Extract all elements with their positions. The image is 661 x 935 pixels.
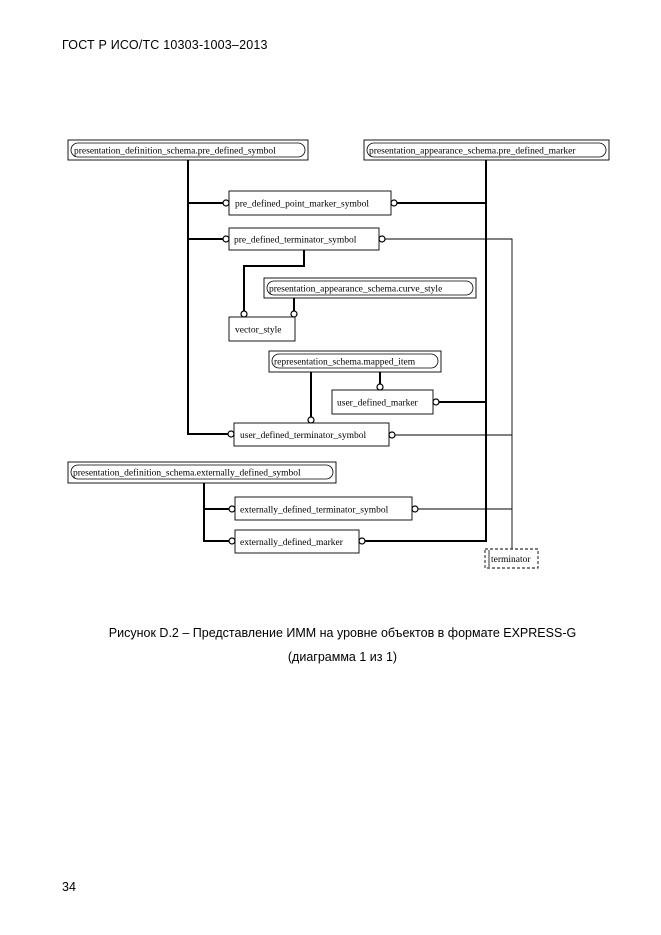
entity-label: externally_defined_terminator_symbol xyxy=(240,505,389,516)
ref-pd-pre-defined-symbol: presentation_definition_schema.pre_defin… xyxy=(67,139,309,161)
figure-caption-subtitle: (диаграмма 1 из 1) xyxy=(287,650,398,664)
terminator-relationship-lines xyxy=(384,238,513,549)
ref-pd-externally-defined-symbol: presentation_definition_schema.externall… xyxy=(67,461,337,484)
ref-pa-pre-defined-marker: presentation_appearance_schema.pre_defin… xyxy=(363,139,610,161)
ref-rs-mapped-item: representation_schema.mapped_item xyxy=(268,350,442,373)
entity-label: externally_defined_marker xyxy=(240,537,344,548)
ref-pa-curve-style: presentation_appearance_schema.curve_sty… xyxy=(263,277,477,299)
type-terminator: terminator xyxy=(484,548,539,569)
entity-vector-style: vector_style xyxy=(228,316,296,342)
entity-pre-defined-terminator-symbol: pre_defined_terminator_symbol xyxy=(228,227,380,251)
ref-label: presentation_definition_schema.pre_defin… xyxy=(74,146,276,157)
entity-externally-defined-marker: externally_defined_marker xyxy=(234,529,360,554)
entity-pre-defined-point-marker-symbol: pre_defined_point_marker_symbol xyxy=(228,190,392,216)
subtype-lines xyxy=(187,160,487,542)
entity-label: pre_defined_terminator_symbol xyxy=(234,235,357,246)
entity-user-defined-terminator-symbol: user_defined_terminator_symbol xyxy=(233,422,390,447)
entity-label: user_defined_terminator_symbol xyxy=(240,430,366,441)
page-number: 34 xyxy=(62,880,76,894)
figure-caption: Рисунок D.2 – Представление ИММ на уровн… xyxy=(108,626,577,640)
relationship-end-circles xyxy=(222,199,440,545)
ref-label: presentation_appearance_schema.curve_sty… xyxy=(269,285,442,295)
entity-user-defined-marker: user_defined_marker xyxy=(331,389,434,415)
document-header: ГОСТ Р ИСО/ТС 10303-1003–2013 xyxy=(62,38,268,52)
ref-label: presentation_definition_schema.externall… xyxy=(73,468,301,479)
entity-label: vector_style xyxy=(235,326,281,336)
entity-label: pre_defined_point_marker_symbol xyxy=(235,199,369,210)
ref-label: representation_schema.mapped_item xyxy=(274,358,416,368)
entity-externally-defined-terminator-symbol: externally_defined_terminator_symbol xyxy=(234,496,413,521)
entity-label: user_defined_marker xyxy=(337,398,419,409)
ref-label: presentation_appearance_schema.pre_defin… xyxy=(369,146,576,157)
type-label: terminator xyxy=(491,555,531,565)
